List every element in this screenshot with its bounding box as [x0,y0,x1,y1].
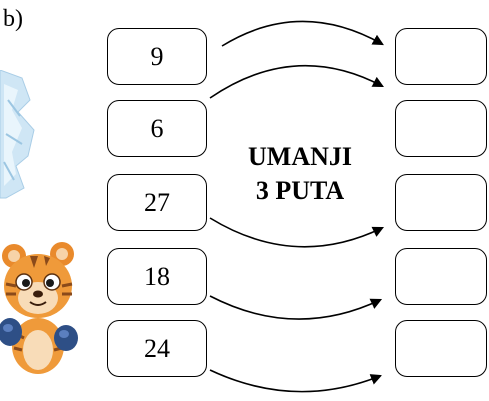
input-box-2: 6 [107,100,207,157]
input-box-5: 24 [107,320,207,377]
tiger-mascot-illustration [0,242,78,374]
answer-box-4[interactable] [395,248,487,305]
input-box-4: 18 [107,248,207,305]
input-box-1: 9 [107,28,207,85]
operation-line-2: 3 PUTA [255,176,345,205]
task-label: b) [3,6,23,32]
answer-box-2[interactable] [395,100,487,157]
input-box-3: 27 [107,174,207,231]
arrow-5 [209,369,383,393]
answer-box-1[interactable] [395,28,487,85]
operation-instruction: UMANJI 3 PUTA [225,140,375,208]
arrow-4 [209,295,383,320]
ice-crystal-illustration [0,70,35,199]
arrow-2 [209,64,384,99]
arrow-1 [221,20,384,47]
answer-box-3[interactable] [395,174,487,231]
arrow-3 [209,217,385,248]
answer-box-5[interactable] [395,320,487,377]
operation-line-1: UMANJI [248,142,352,171]
